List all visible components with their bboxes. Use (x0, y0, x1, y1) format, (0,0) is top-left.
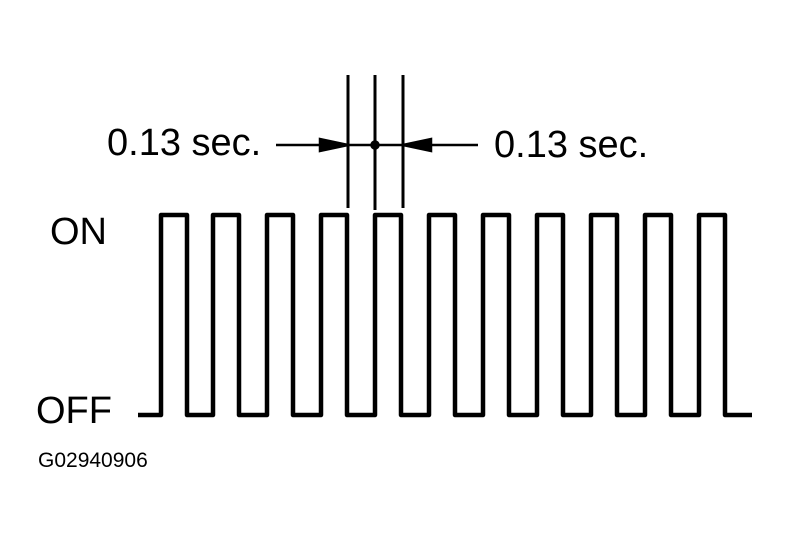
on-level-label: ON (50, 211, 107, 253)
left-timing-label: 0.13 sec. (107, 122, 262, 164)
square-wave (138, 212, 752, 418)
off-level-label: OFF (36, 390, 112, 432)
figure-code: G02940906 (38, 449, 148, 472)
right-timing-label: 0.13 sec. (494, 124, 649, 166)
dimension-line (276, 137, 478, 153)
